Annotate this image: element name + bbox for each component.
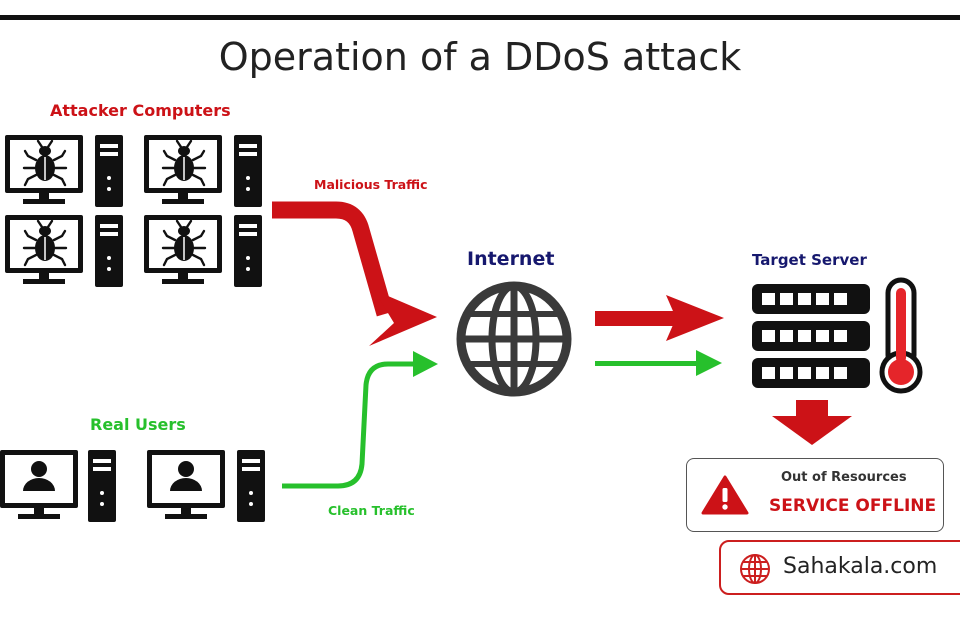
- watermark-text: Sahakala.com: [783, 554, 938, 579]
- real-users-label: Real Users: [90, 415, 186, 434]
- malicious-to-server-arrow: [595, 295, 724, 341]
- malicious-traffic-arrow: [272, 201, 437, 346]
- watermark-badge: Sahakala.com: [719, 540, 960, 595]
- attacker-computer-1: [5, 135, 123, 207]
- pc-tower-icon: [234, 215, 262, 287]
- status-message: SERVICE OFFLINE: [769, 496, 937, 516]
- globe-icon: [456, 281, 572, 397]
- globe-icon: [740, 554, 770, 584]
- down-arrow: [772, 400, 852, 445]
- attacker-computer-3: [5, 215, 123, 287]
- real-user-computer-2: [147, 450, 265, 522]
- server-rack-icon: [752, 284, 870, 388]
- attacker-computers-label: Attacker Computers: [50, 101, 231, 120]
- real-user-computer-1: [0, 450, 116, 522]
- status-subtitle: Out of Resources: [781, 470, 907, 485]
- target-server-label: Target Server: [752, 251, 867, 269]
- pc-tower-icon: [88, 450, 116, 522]
- pc-tower-icon: [95, 215, 123, 287]
- attacker-computer-4: [144, 215, 262, 287]
- pc-tower-icon: [237, 450, 265, 522]
- status-card: Out of Resources SERVICE OFFLINE: [686, 458, 944, 532]
- clean-traffic-label: Clean Traffic: [328, 503, 415, 518]
- clean-traffic-arrow: [282, 351, 438, 489]
- thermometer-icon: [879, 277, 923, 394]
- attacker-computer-2: [144, 135, 262, 207]
- page-title: Operation of a DDoS attack: [218, 35, 742, 79]
- pc-tower-icon: [95, 135, 123, 207]
- malicious-traffic-label: Malicious Traffic: [314, 177, 428, 192]
- warning-triangle-icon: [701, 475, 749, 515]
- pc-tower-icon: [234, 135, 262, 207]
- clean-to-server-arrow: [595, 350, 722, 376]
- internet-label: Internet: [467, 248, 555, 270]
- top-rule: [0, 15, 960, 20]
